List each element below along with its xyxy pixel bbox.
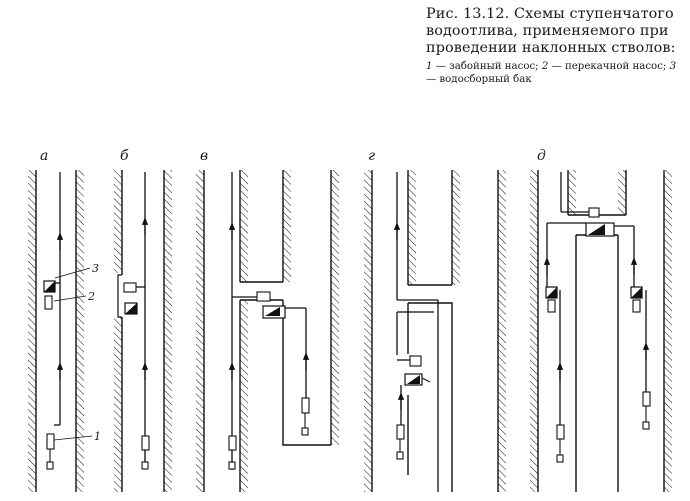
scheme-label-b: б [120, 148, 129, 164]
caption-title: Рис. 13.12. Схемы ступенчатого водоотлив… [426, 6, 676, 56]
scheme-label-g: г [368, 148, 375, 164]
scheme-g [364, 170, 506, 492]
legend-text-1: — забойный насос; [432, 61, 542, 72]
legend-text-2: — перекачной насос; [548, 61, 670, 72]
scheme-label-v: в [200, 148, 208, 164]
callout-3: 3 [92, 262, 99, 275]
legend-text-3: — водосборный бак [426, 74, 532, 85]
caption-legend: 1 — забойный насос; 2 — перекачной насос… [426, 60, 688, 86]
scheme-a: 3 2 1 [28, 170, 101, 492]
figure-caption: Рис. 13.12. Схемы ступенчатого водоотлив… [426, 6, 688, 86]
callout-1: 1 [94, 430, 101, 443]
callout-2: 2 [87, 290, 95, 303]
scheme-d [530, 170, 672, 492]
scheme-label-d: д [537, 148, 546, 164]
scheme-b [114, 170, 172, 492]
legend-num-2: 2 [541, 61, 549, 72]
legend-num-1: 1 [426, 61, 433, 72]
scheme-v [196, 170, 339, 492]
scheme-label-a: а [40, 148, 48, 164]
legend-num-3: 3 [669, 61, 677, 72]
